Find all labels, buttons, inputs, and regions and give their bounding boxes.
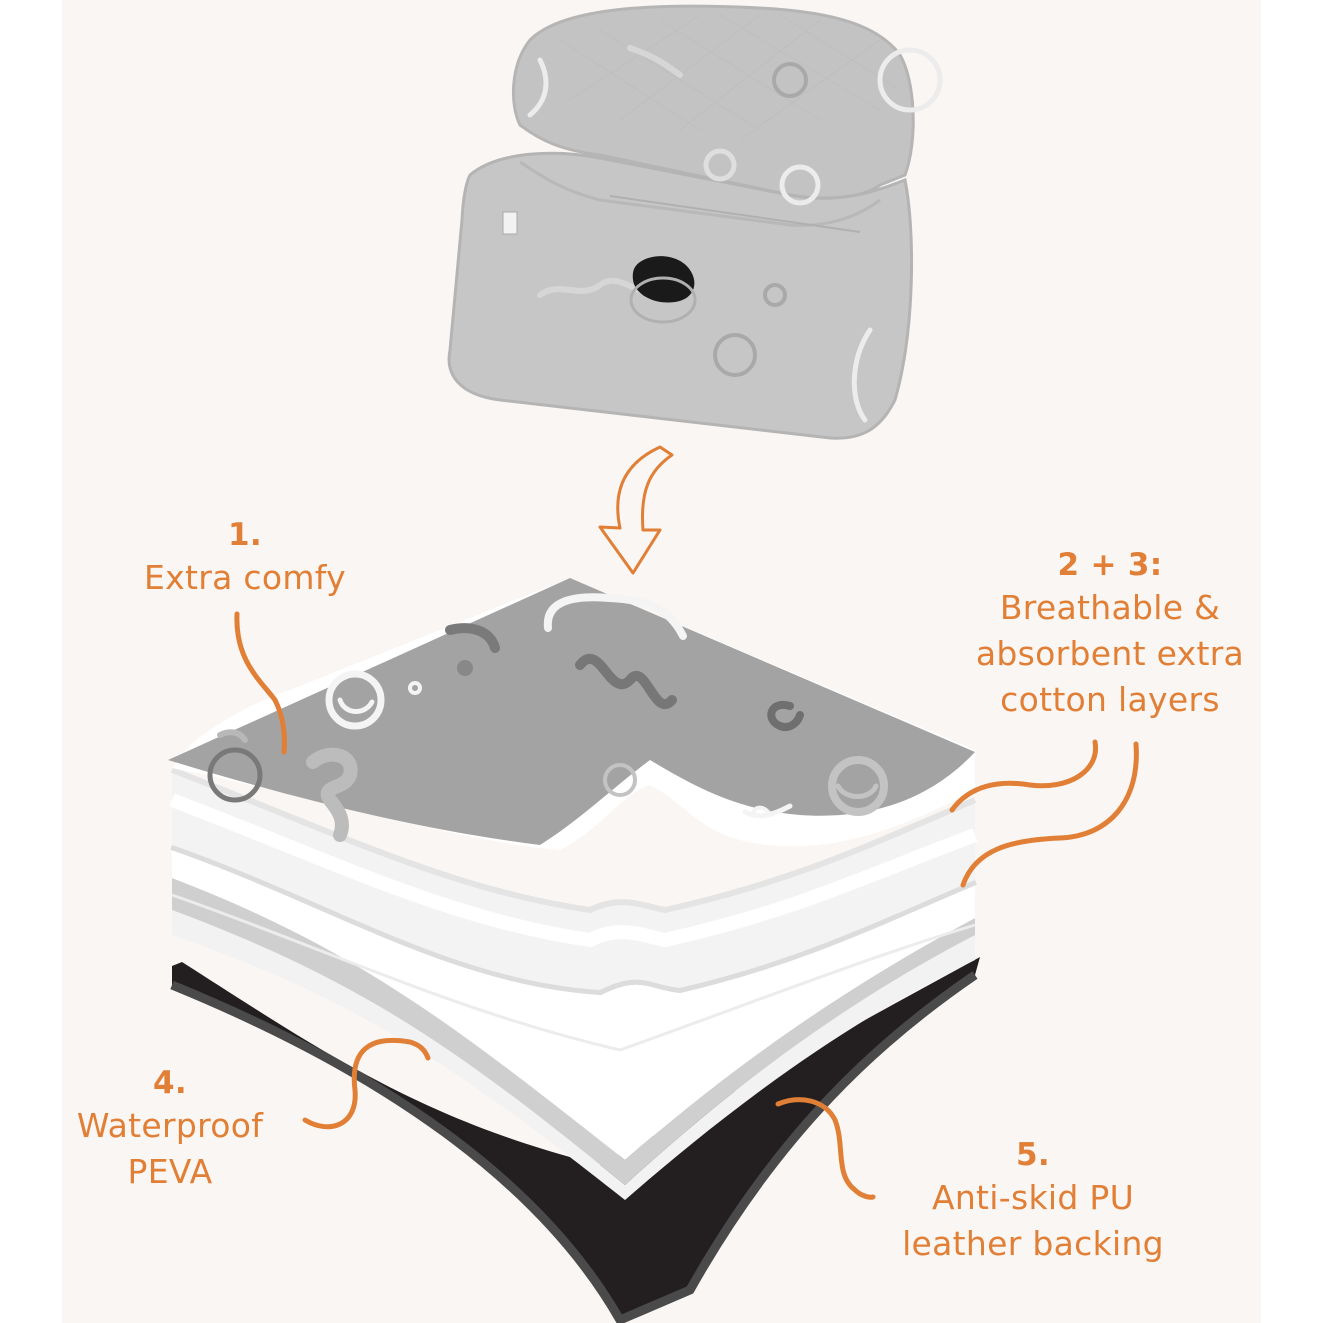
callout-connectors	[234, 611, 1139, 1200]
label-text: Extra comfy	[144, 558, 346, 597]
label-number: 4.	[153, 1065, 187, 1101]
label-number: 1.	[228, 517, 262, 553]
label-number: 2 + 3:	[1057, 547, 1163, 583]
label-text: PEVA	[127, 1152, 213, 1191]
label-layer-2-3: 2 + 3: Breathable & absorbent extra cott…	[940, 545, 1280, 723]
connector-1	[234, 611, 287, 755]
connector-2	[949, 739, 1099, 813]
connector-5	[775, 1097, 876, 1200]
layer-1-comfy-top	[168, 578, 975, 850]
connector-4	[302, 1037, 431, 1130]
layer-4-peva	[172, 878, 975, 1200]
label-number: 5.	[1016, 1137, 1050, 1173]
seat-protector-product-image	[447, 4, 943, 440]
curved-down-arrow-icon	[598, 445, 674, 575]
label-text: Anti-skid PU	[931, 1178, 1135, 1217]
label-text: Breathable &	[999, 588, 1221, 627]
layer-5-pu-backing	[170, 957, 980, 1323]
label-text: leather backing	[902, 1224, 1164, 1263]
connector-3	[960, 741, 1139, 888]
label-layer-5: 5. Anti-skid PU leather backing	[868, 1135, 1198, 1267]
label-text: Waterproof	[76, 1106, 264, 1145]
label-layer-4: 4. Waterproof PEVA	[50, 1063, 290, 1195]
label-text: absorbent extra	[975, 634, 1245, 673]
label-layer-1: 1. Extra comfy	[120, 515, 370, 601]
label-text: cotton layers	[1000, 680, 1220, 719]
